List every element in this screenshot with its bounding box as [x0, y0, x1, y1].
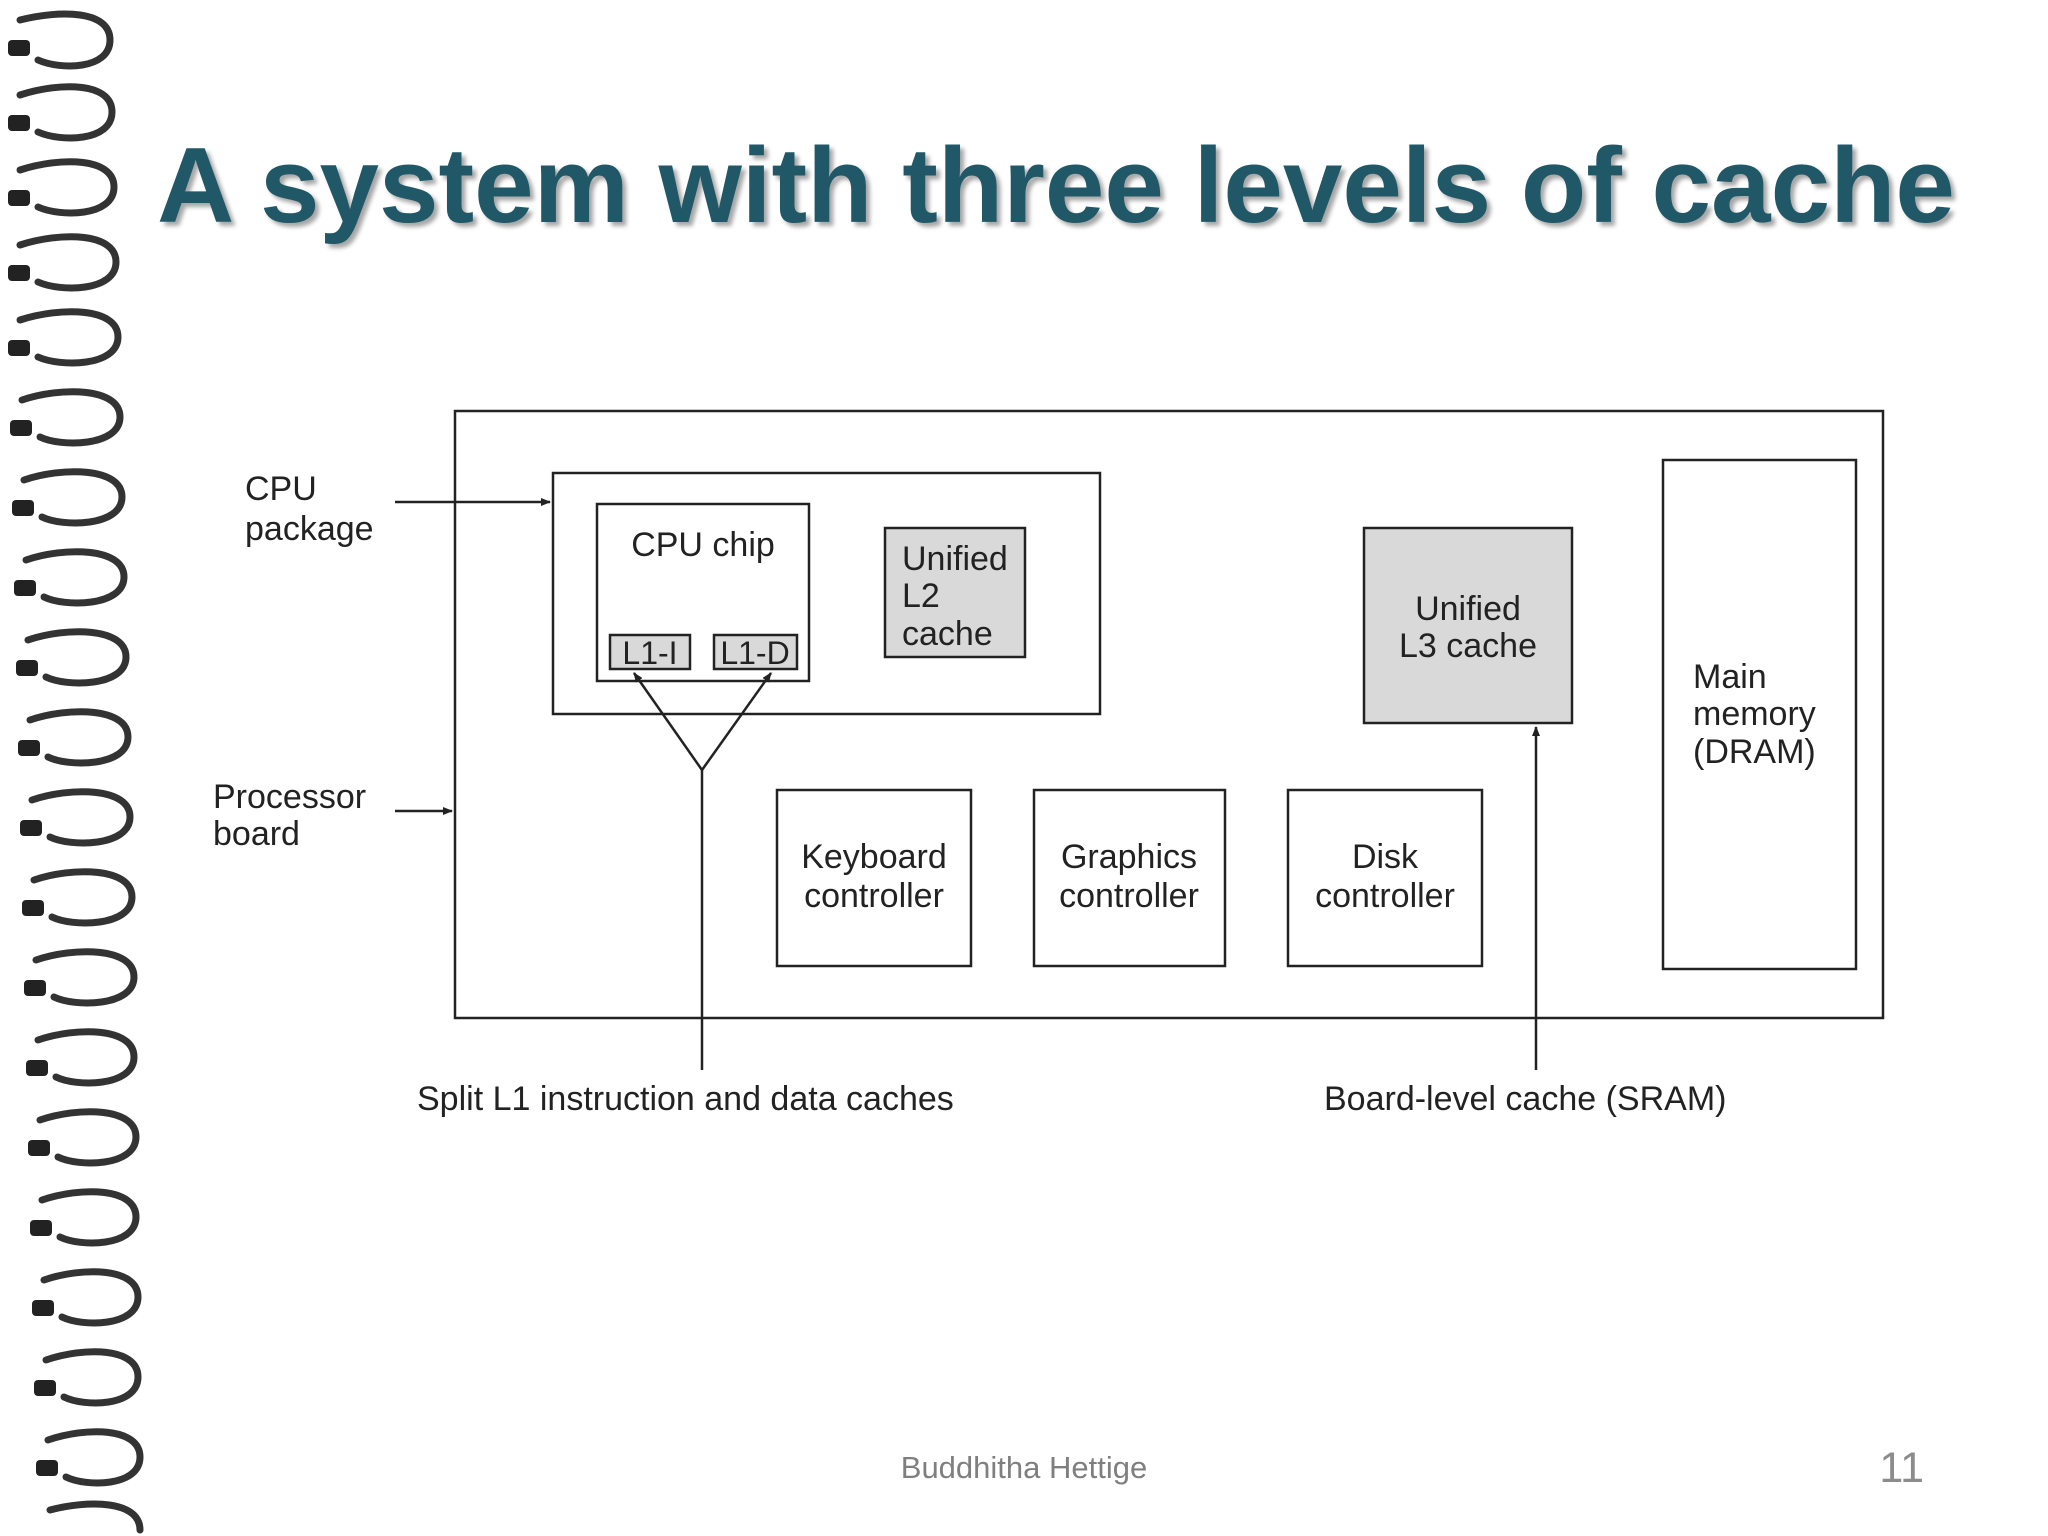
- main-memory-label-line2: memory: [1693, 695, 1816, 733]
- disk-controller-box: [1286, 788, 1484, 968]
- footer-author: Buddhitha Hettige: [900, 1450, 1148, 1485]
- spiral-binding: [8, 10, 144, 1534]
- graphics-controller-label-line1: Graphics: [1061, 838, 1197, 876]
- keyboard-controller-box: [775, 788, 973, 968]
- l1-instruction-label: L1-I: [622, 635, 677, 671]
- processor-board-label-line2: board: [213, 815, 300, 853]
- graphics-controller-box: [1032, 788, 1227, 968]
- l1-instruction-cache: [608, 633, 692, 671]
- slide-number: 11: [1879, 1444, 1924, 1492]
- l1-data-arrow: [700, 672, 773, 771]
- processor-board-label-line1: Processor: [213, 778, 366, 816]
- disk-controller-label-line2: controller: [1315, 877, 1455, 915]
- l3-cache-label-line1: Unified: [1415, 590, 1521, 628]
- graphics-controller-label-line2: controller: [1059, 877, 1199, 915]
- l3-caption: Board-level cache (SRAM): [1324, 1080, 1726, 1118]
- disk-controller-label-line1: Disk: [1352, 838, 1419, 876]
- processor-board-box: [453, 409, 1885, 1020]
- l2-cache-box: [883, 526, 1027, 659]
- cpu-package-label-line2: package: [245, 510, 374, 548]
- l2-cache-label-line1: Unified: [902, 540, 1008, 578]
- l3-cache-label-line2: L3 cache: [1399, 627, 1537, 665]
- l2-cache-label-line2: L2: [902, 577, 940, 615]
- cpu-chip-box: [595, 502, 811, 683]
- main-memory-box: [1661, 458, 1858, 971]
- cpu-package-label-line1: CPU: [245, 470, 317, 508]
- keyboard-controller-label-line2: controller: [804, 877, 944, 915]
- l1-data-cache: [712, 633, 799, 671]
- l1-instruction-arrow: [632, 672, 704, 771]
- keyboard-controller-label-line1: Keyboard: [801, 838, 947, 876]
- main-memory-label-line1: Main: [1693, 658, 1767, 696]
- slide-title: A system with three levels of cache: [157, 125, 1955, 245]
- cpu-package-box: [551, 471, 1102, 716]
- cpu-chip-label: CPU chip: [631, 526, 775, 564]
- l1-data-label: L1-D: [720, 635, 789, 671]
- main-memory-label-line3: (DRAM): [1693, 733, 1816, 771]
- l1-caption: Split L1 instruction and data caches: [417, 1080, 954, 1118]
- l2-cache-label-line3: cache: [902, 615, 993, 653]
- l3-cache-box: [1362, 526, 1574, 725]
